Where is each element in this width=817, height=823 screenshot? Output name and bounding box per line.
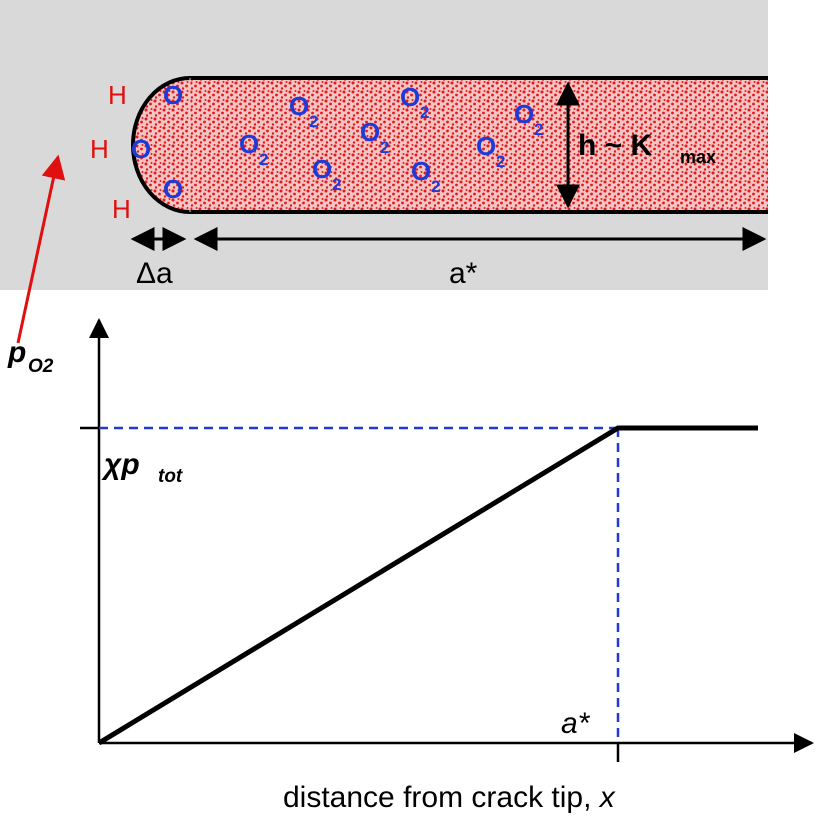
svg-text:2: 2 [309, 112, 318, 131]
oxygen-molecule-4: O 2 [239, 129, 268, 169]
x-axis-label: distance from crack tip, x [283, 781, 616, 814]
svg-text:O: O [289, 91, 309, 121]
concentration-profile [97, 425, 758, 746]
svg-text:χp: χp [101, 448, 140, 481]
svg-text:2: 2 [534, 120, 543, 139]
a-star-label: a* [449, 257, 478, 290]
oxygen-atom-top: O [163, 80, 183, 110]
oxygen-molecule-7: O 2 [312, 154, 341, 194]
svg-text:O: O [514, 99, 534, 129]
oxygen-molecule-8: O 2 [411, 156, 440, 196]
svg-text:2: 2 [420, 103, 429, 122]
delta-a-label: Δa [136, 257, 173, 290]
svg-text:2: 2 [332, 175, 341, 194]
oxygen-molecule-2: O 2 [400, 82, 429, 122]
svg-text:2: 2 [380, 138, 389, 157]
svg-text:p: p [7, 336, 26, 369]
oxygen-molecule-1: O 2 [289, 91, 318, 131]
pointer-arrow [16, 154, 66, 344]
hydrogen-label-top: H [108, 80, 127, 110]
svg-text:O: O [312, 154, 332, 184]
plateau-label: χp tot [101, 448, 183, 487]
svg-text:O: O [400, 82, 420, 112]
svg-text:h ~ K: h ~ K [578, 129, 653, 162]
height-label: h ~ K max [578, 129, 716, 167]
svg-text:2: 2 [259, 150, 268, 169]
svg-text:O2: O2 [28, 356, 54, 377]
oxygen-atom-bot: O [163, 174, 183, 204]
svg-text:O: O [411, 156, 431, 186]
svg-text:O: O [360, 117, 380, 147]
oxygen-molecule-6: O 2 [476, 131, 505, 171]
svg-text:O: O [239, 129, 259, 159]
svg-text:max: max [680, 147, 716, 167]
crack-body [131, 76, 768, 214]
x-axis-label-var: x [598, 781, 616, 814]
svg-text:2: 2 [431, 177, 440, 196]
oxygen-atom-mid: O [131, 134, 151, 164]
svg-text:distance from crack tip, x: distance from crack tip, x [283, 781, 616, 814]
hydrogen-label-bot: H [112, 194, 131, 224]
svg-text:O: O [476, 131, 496, 161]
oxygen-molecule-3: O 2 [514, 99, 543, 139]
hydrogen-label-mid: H [90, 134, 109, 164]
svg-text:2: 2 [496, 152, 505, 171]
a-star-tick-label: a* [561, 707, 591, 740]
oxygen-molecule-5: O 2 [360, 117, 389, 157]
y-axis-label: p O2 [7, 336, 54, 377]
svg-text:tot: tot [158, 466, 183, 487]
x-axis-label-text: distance from crack tip, [283, 781, 600, 814]
